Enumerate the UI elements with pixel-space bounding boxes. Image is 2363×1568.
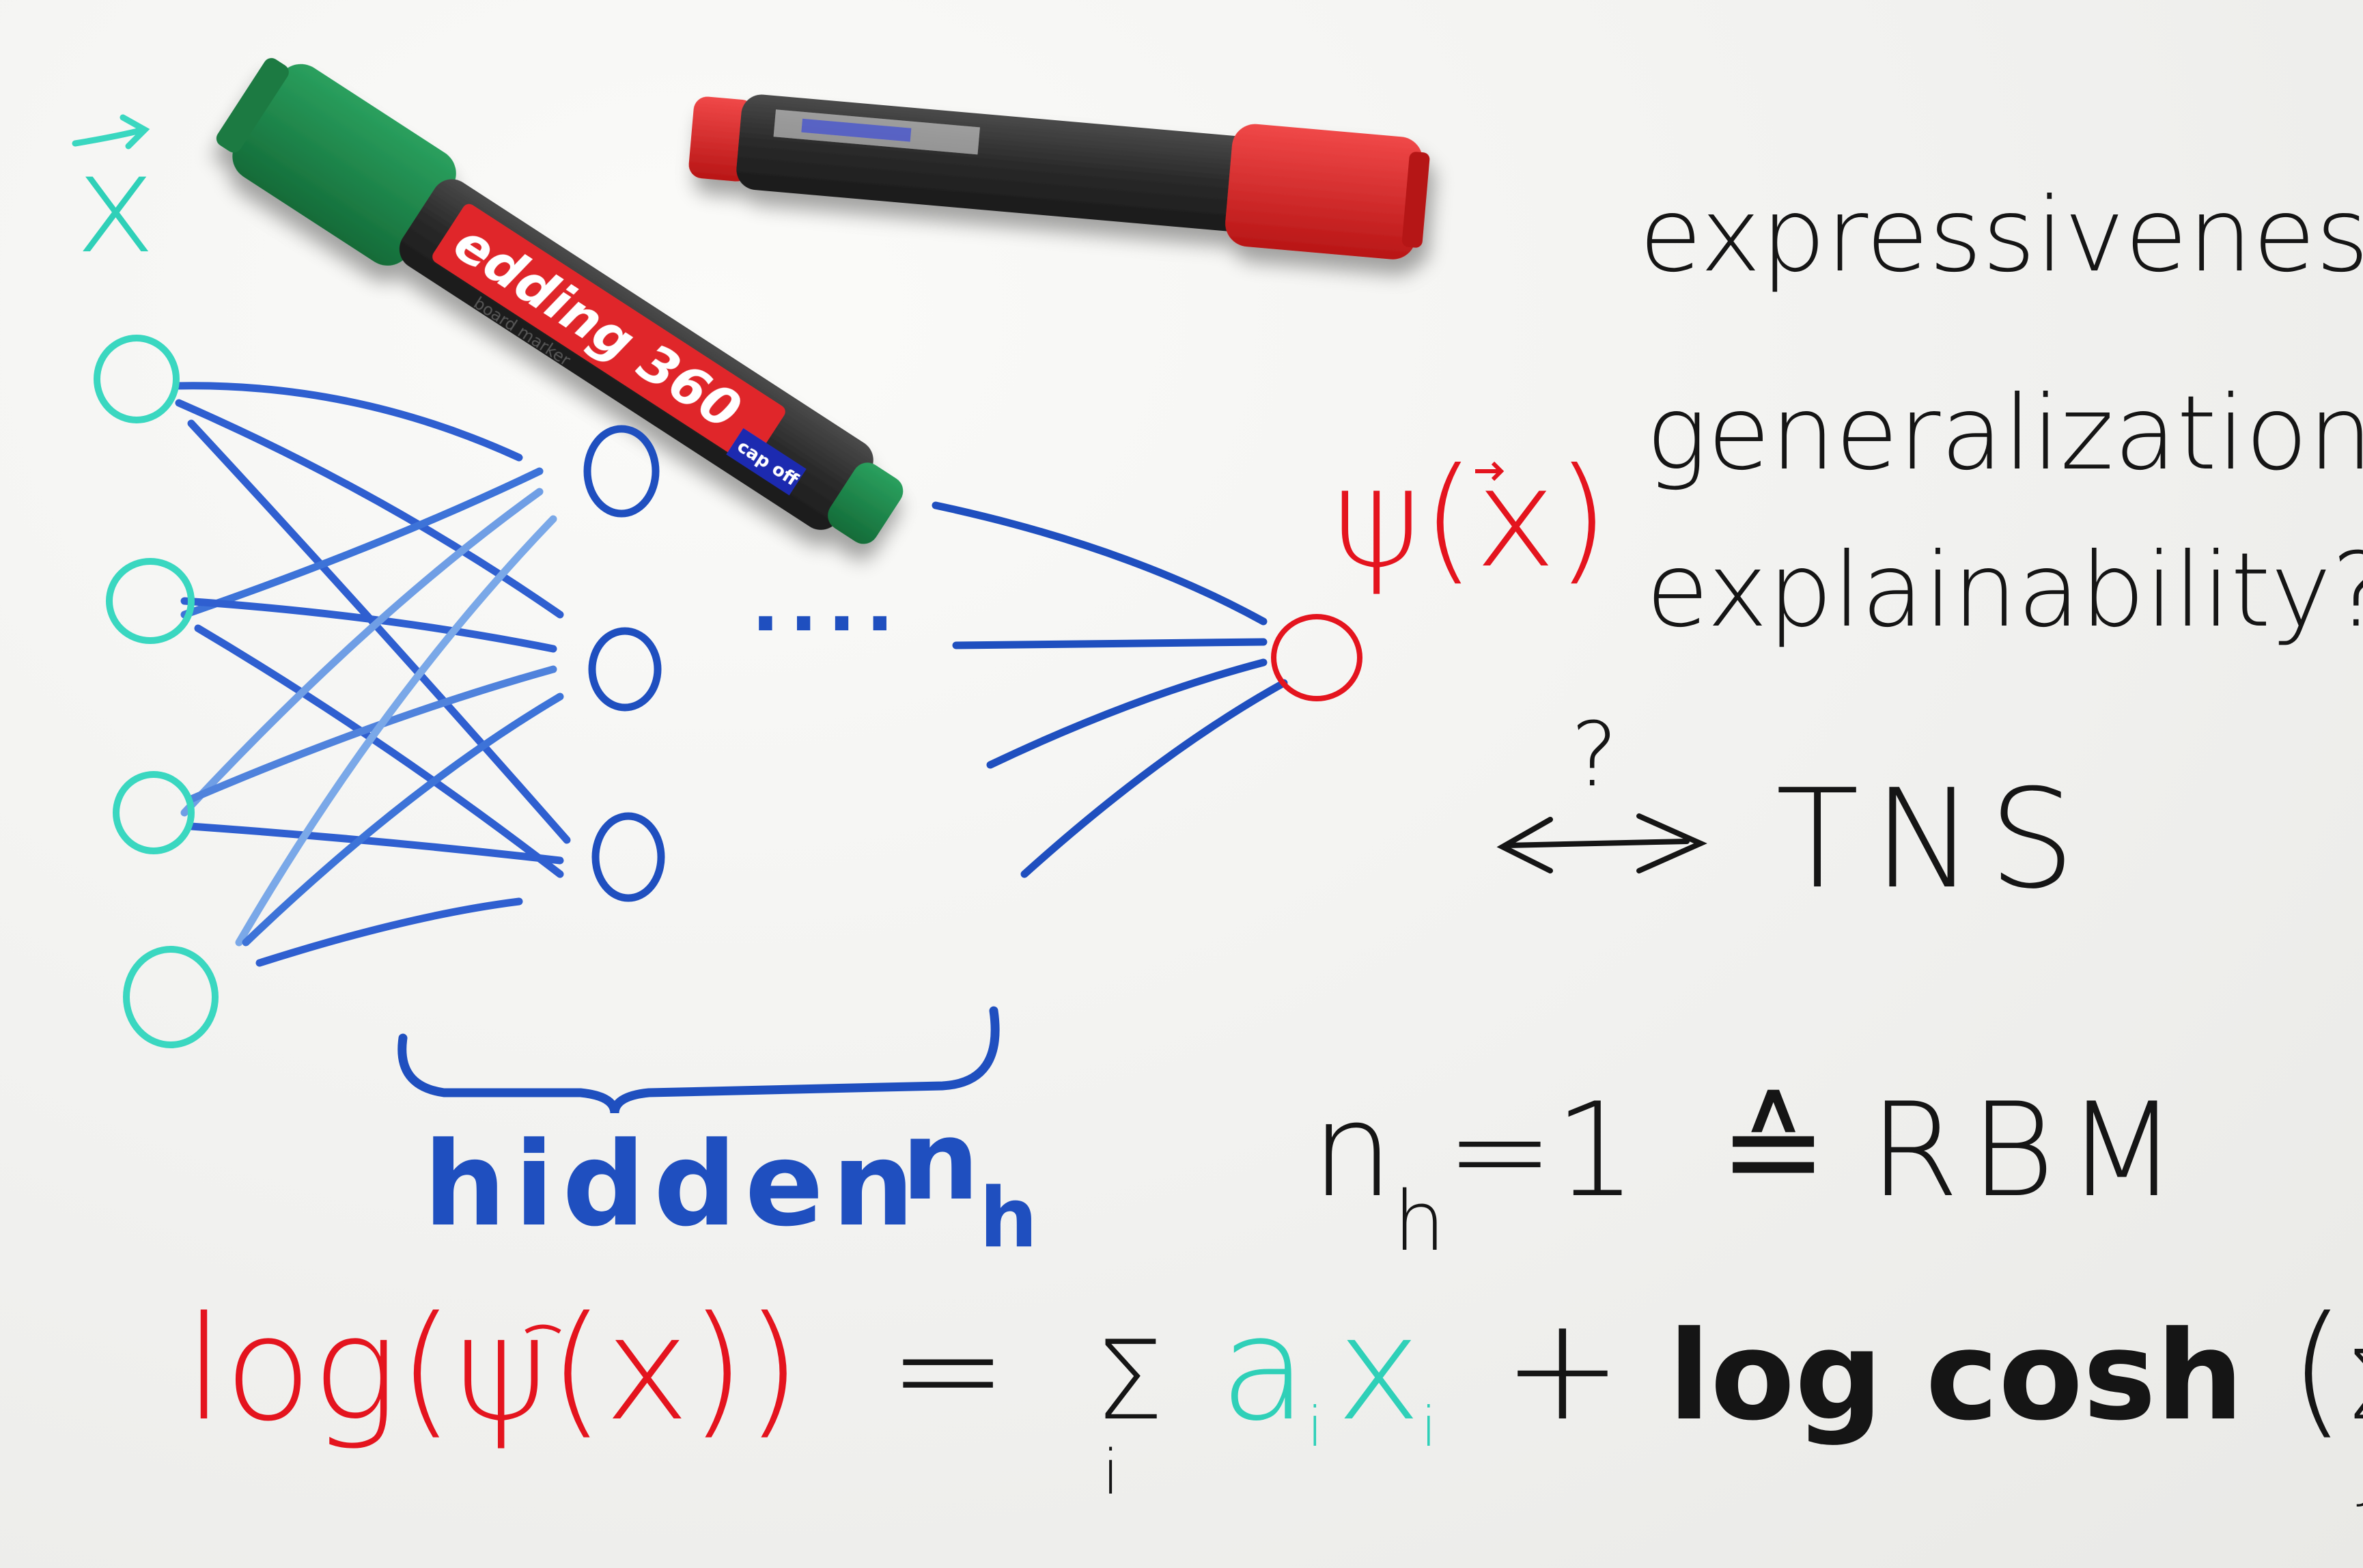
layer-count-n: n (901, 1097, 979, 1224)
question-explainability: explainability?? (1646, 531, 2363, 650)
rbm-n-subscript: h (1393, 1175, 1446, 1270)
hidden-output-connections (932, 501, 1288, 878)
output-label: ψ(x) (1332, 439, 1610, 598)
layer-count-label: nh (901, 1106, 1037, 1260)
tns-label: TNS (1776, 760, 2089, 919)
formula: log(ψ(x)) = Σi aixi + log cosh (Σj Wijxi… (184, 1298, 2363, 1504)
input-hidden-connections (173, 382, 571, 967)
formula-a: a (1219, 1285, 1308, 1453)
rbm-model: RBM (1869, 1075, 2189, 1226)
rbm-corresponds-symbol: ≙ (1718, 1075, 1828, 1226)
output-vector-arrow (1475, 461, 1505, 481)
input-node-3 (113, 771, 195, 854)
input-vector-arrow (72, 114, 150, 150)
formula-open-paren: ( (2289, 1285, 2345, 1453)
formula-lhs: log(ψ(x)) (184, 1285, 802, 1453)
formula-sum-i: Σ (1094, 1317, 1164, 1444)
formula-sum-j: Σ (2345, 1330, 2363, 1442)
hidden-layer (583, 425, 665, 902)
hidden-dots: .... (751, 561, 904, 648)
hidden-node-2 (588, 627, 662, 712)
input-node-1 (94, 335, 180, 423)
formula-sum-j-index: j (2358, 1437, 2363, 1509)
input-node-4 (123, 946, 219, 1048)
hidden-node-3 (591, 812, 665, 902)
red-marker[interactable] (686, 75, 1431, 262)
question-generalization: generalization? (1646, 374, 2363, 493)
formula-log-cosh: log cosh (1668, 1305, 2244, 1448)
layer-count-subscript: h (979, 1171, 1038, 1266)
formula-equals: = (888, 1285, 1009, 1453)
input-layer (94, 335, 219, 1048)
tns-question-mark: ? (1571, 703, 1618, 807)
formula-a-sub: i (1307, 1395, 1323, 1459)
formula-plus: + (1502, 1285, 1623, 1453)
input-label: x (75, 125, 156, 284)
question-expressiveness: expressiveness? (1639, 176, 2363, 295)
marker-brand-text: edding 360 (443, 212, 751, 441)
hidden-node-1 (583, 425, 660, 518)
tns-arrow (1496, 813, 1707, 873)
input-node-2 (106, 558, 195, 644)
hidden-brace-label: hidden (423, 1117, 923, 1252)
formula-vector-tilde (525, 1324, 561, 1334)
hidden-brace (397, 1006, 1000, 1114)
rbm-equals-one: =1 (1445, 1075, 1637, 1226)
formula-sum-i-index: i (1102, 1437, 1119, 1509)
rbm-n: n (1311, 1075, 1394, 1226)
rbm-note: nh=1 ≙ RBM (1311, 1086, 2189, 1263)
formula-x-sub: i (1421, 1395, 1437, 1459)
formula-x: x (1336, 1285, 1421, 1453)
output-node (1271, 614, 1362, 701)
